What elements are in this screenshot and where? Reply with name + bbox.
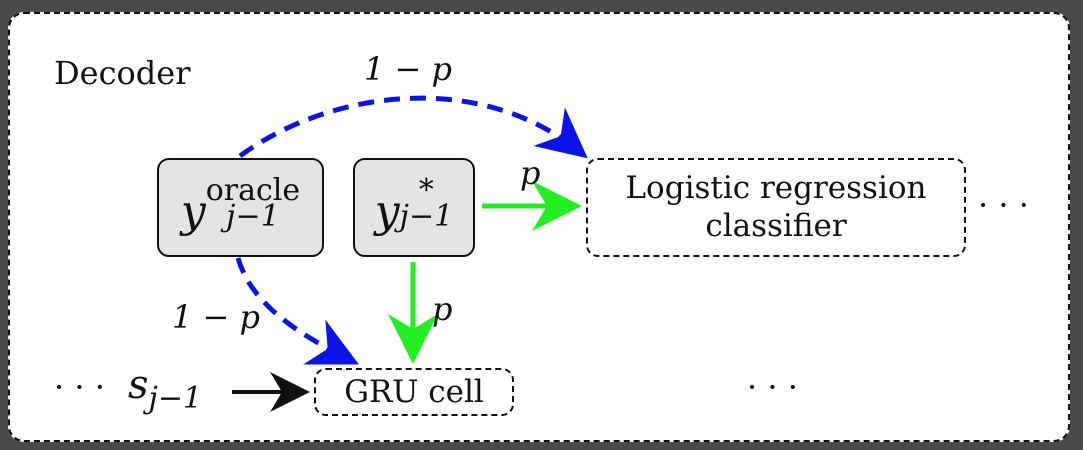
label-top-curve: 1 − p bbox=[364, 50, 452, 88]
bottom-right-ellipsis: · · · bbox=[747, 368, 798, 406]
y-oracle-sub: j−1 bbox=[226, 198, 280, 234]
state-sub: j−1 bbox=[148, 381, 203, 416]
classifier-line-1: Logistic regression bbox=[625, 170, 927, 207]
node-y-star: y *j−1 bbox=[353, 158, 475, 257]
y-star-base: y bbox=[374, 185, 400, 237]
state-label: sj−1 bbox=[128, 362, 202, 416]
state-base: s bbox=[128, 362, 149, 408]
gru-cell-label: GRU cell bbox=[344, 374, 484, 410]
diagram-title: Decoder bbox=[54, 54, 191, 92]
edge-oracle-to-gru bbox=[235, 257, 359, 365]
classifier-suffix-ellipsis: · · · bbox=[978, 186, 1029, 224]
label-left-curve: 1 − p bbox=[172, 298, 260, 336]
edge-oracle-to-classifier bbox=[238, 95, 588, 159]
label-green-right: p bbox=[520, 154, 541, 192]
y-oracle-sup: oracle bbox=[205, 172, 301, 208]
classifier-line-2: classifier bbox=[705, 207, 847, 244]
y-oracle-base: y bbox=[180, 185, 206, 237]
node-gru-cell: GRU cell bbox=[314, 368, 514, 416]
y-star-sub: j−1 bbox=[399, 198, 454, 234]
label-green-down: p bbox=[432, 290, 453, 328]
y-star-sup: * bbox=[418, 172, 434, 208]
node-classifier: Logistic regression classifier bbox=[586, 158, 966, 257]
state-prefix-ellipsis: · · · bbox=[54, 368, 105, 406]
